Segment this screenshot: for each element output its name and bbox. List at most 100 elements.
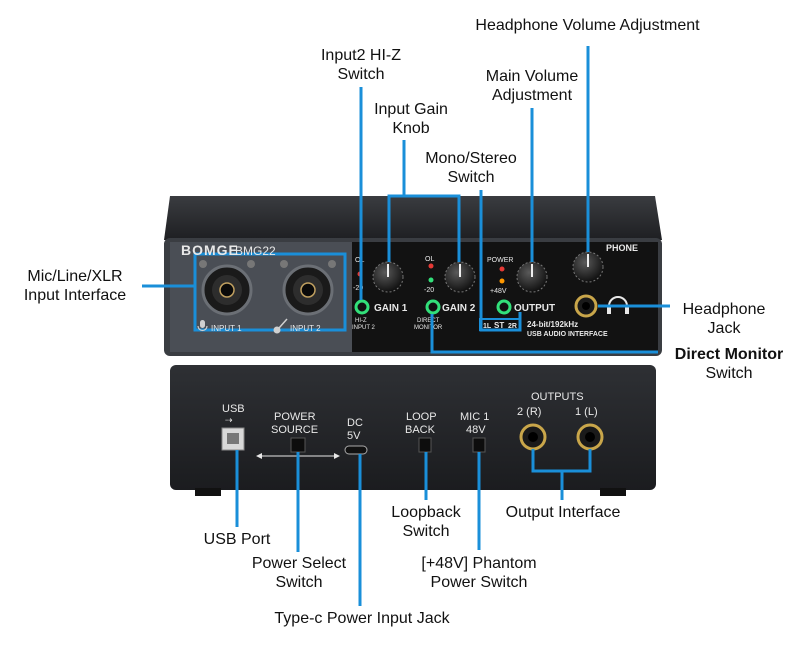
minus20-2-label: -20 <box>424 287 434 294</box>
output-label: OUTPUT <box>514 303 555 314</box>
callout-phantom-line1: [+48V] Phantom <box>421 555 537 572</box>
callout-phantom: [+48V] Phantom Power Switch <box>402 554 556 592</box>
callout-headphone-jack-line2: Jack <box>707 320 741 337</box>
outputs-label: OUTPUTS <box>531 391 584 403</box>
callout-input2-hiz-line1: Input2 HI-Z <box>320 47 402 64</box>
mic48-label-2: 48V <box>466 424 486 436</box>
ol2-label: OL <box>425 256 434 263</box>
dc-label-2: 5V <box>347 430 361 442</box>
callout-loopback-line1: Loopback <box>391 504 461 521</box>
typec-port <box>344 445 368 455</box>
callout-input2-hiz-line2: Switch <box>337 66 385 83</box>
callout-input-gain-line1: Input Gain <box>374 101 448 118</box>
mic48-label-1: MIC 1 <box>460 411 489 423</box>
callout-output-interface-text: Output Interface <box>505 504 621 521</box>
loopback-label-2: BACK <box>405 424 436 436</box>
direct-label-2: MONITOR <box>414 325 443 331</box>
signal2-led <box>428 277 434 283</box>
dc-label-1: DC <box>347 417 363 429</box>
callout-usb-port: USB Port <box>185 530 289 549</box>
callout-mic-line-xlr-line2: Input Interface <box>23 287 127 304</box>
mono-stereo-2r: 2R <box>508 323 517 330</box>
callout-leader-lines <box>142 46 670 606</box>
brand-label: BOMGE <box>181 242 239 258</box>
loopback-switch <box>418 437 432 453</box>
spec-line-1: 24-bit/192kHz <box>527 320 578 329</box>
model-label: BMG22 <box>235 244 276 258</box>
hiz-label-1: HI-Z <box>355 318 367 324</box>
callout-mono-stereo: Mono/Stereo Switch <box>400 149 542 187</box>
direct-label-1: DIRECT <box>417 318 440 324</box>
phone-volume-knob <box>572 251 604 283</box>
callout-headphone-jack: Headphone Jack <box>664 300 784 338</box>
gain2-knob <box>444 261 476 293</box>
power-source-label-1: POWER <box>274 411 316 423</box>
phone-label: PHONE <box>606 243 638 253</box>
callout-phantom-line2: Power Switch <box>430 574 528 591</box>
xlr-jack-1 <box>199 260 255 316</box>
usb-label: USB <box>222 403 245 415</box>
callout-headphone-volume-text: Headphone Volume Adjustment <box>475 17 700 34</box>
mono-stereo-st: ST <box>494 321 504 330</box>
output-jack-r <box>519 423 547 451</box>
callout-direct-monitor-line1: Direct Monitor <box>674 346 784 363</box>
callout-output-interface: Output Interface <box>486 503 640 522</box>
callout-headphone-volume: Headphone Volume Adjustment <box>450 16 725 35</box>
mono-stereo-switch <box>496 299 512 315</box>
hiz-label-2: INPUT 2 <box>352 325 376 331</box>
callout-mono-stereo-line2: Switch <box>447 169 495 186</box>
headphone-jack <box>574 294 598 318</box>
hiz-switch <box>354 299 370 315</box>
callout-main-volume: Main Volume Adjustment <box>460 67 604 105</box>
callout-power-select-line1: Power Select <box>251 555 347 572</box>
callout-mic-line-xlr-line1: Mic/Line/XLR <box>27 268 123 285</box>
power-select-switch <box>290 437 306 453</box>
callout-power-select-line2: Switch <box>275 574 323 591</box>
gain1-label: GAIN 1 <box>374 303 408 314</box>
input1-label: INPUT 1 <box>211 324 242 333</box>
p48-label: +48V <box>490 288 507 295</box>
callout-power-select: Power Select Switch <box>235 554 363 592</box>
callout-input-gain-line2: Knob <box>392 120 430 137</box>
callout-mic-line-xlr: Mic/Line/XLR Input Interface <box>4 267 146 305</box>
callout-direct-monitor-line2: Switch <box>705 365 753 382</box>
power-led <box>499 266 505 272</box>
callout-direct-monitor: Direct Monitor Switch <box>662 345 796 383</box>
callout-loopback: Loopback Switch <box>372 503 480 541</box>
ol2-led <box>428 263 434 269</box>
output-l-label: 1 (L) <box>575 406 598 418</box>
callout-input-gain: Input Gain Knob <box>340 100 482 138</box>
direct-monitor-switch <box>425 299 441 315</box>
callout-main-volume-line2: Adjustment <box>491 87 573 104</box>
callout-typec-text: Type-c Power Input Jack <box>274 610 450 627</box>
callout-usb-port-text: USB Port <box>203 531 271 548</box>
minus20-1-label: -20 <box>353 285 363 292</box>
callout-main-volume-line1: Main Volume <box>485 68 579 85</box>
callout-loopback-line2: Switch <box>402 523 450 540</box>
xlr-jack-2 <box>280 260 336 316</box>
callout-typec: Type-c Power Input Jack <box>244 609 480 628</box>
gain2-label: GAIN 2 <box>442 303 476 314</box>
callout-mono-stereo-line1: Mono/Stereo <box>425 150 517 167</box>
usb-icon: ⇢ <box>225 415 233 425</box>
callout-headphone-jack-line1: Headphone <box>682 301 766 318</box>
microphone-icon <box>197 320 208 332</box>
headphone-icon <box>607 296 629 314</box>
output-jack-l <box>576 423 604 451</box>
callout-input2-hiz: Input2 HI-Z Switch <box>288 46 434 84</box>
phantom-switch <box>472 437 486 453</box>
input-highlight-box <box>193 252 347 332</box>
spec-line-2: USB AUDIO INTERFACE <box>527 331 608 338</box>
gain1-knob <box>372 261 404 293</box>
output-r-label: 2 (R) <box>517 406 541 418</box>
power-source-label-2: SOURCE <box>271 424 318 436</box>
power-label: POWER <box>487 257 513 264</box>
mono-stereo-1l: 1L <box>483 323 492 330</box>
phantom-led <box>499 278 505 284</box>
input2-label: INPUT 2 <box>290 324 321 333</box>
usb-port <box>221 427 245 451</box>
loopback-label-1: LOOP <box>406 411 437 423</box>
guitar-icon <box>273 318 288 334</box>
main-volume-knob <box>516 261 548 293</box>
